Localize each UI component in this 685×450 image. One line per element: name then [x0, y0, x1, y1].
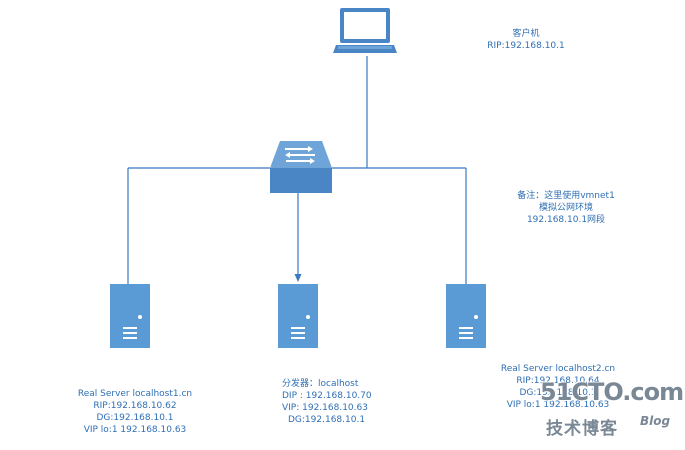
laptop-icon [333, 8, 397, 53]
note-line-1: 备注：这里使用vmnet1 [517, 191, 615, 201]
switch-icon [270, 141, 332, 193]
connection-lines [127, 56, 467, 284]
director-label: 分发器：localhost DIP : 192.168.10.70 VIP: 1… [282, 378, 372, 426]
client-label: 客户机 RIP:192.168.10.1 [486, 28, 566, 52]
real-server-right-label: Real Server localhost2.cn RIP:192.168.10… [500, 363, 616, 411]
server-icon-left [110, 284, 150, 348]
server-icon-right [446, 284, 486, 348]
server-left-rip: RIP:192.168.10.62 [93, 401, 177, 411]
server-right-dg: DG:192.168.10.1 [519, 388, 597, 398]
server-right-vip: VIP lo:1 192.168.10.63 [506, 400, 610, 410]
server-left-vip: VIP lo:1 192.168.10.63 [83, 425, 187, 435]
watermark-sub: 技术博客 [546, 419, 618, 439]
server-left-dg: DG:192.168.10.1 [96, 413, 174, 423]
note-line-3: 192.168.10.1网段 [526, 215, 606, 225]
client-rip: RIP:192.168.10.1 [487, 41, 565, 51]
server-right-rip: RIP:192.168.10.64 [516, 376, 600, 386]
director-vip: VIP: 192.168.10.63 [282, 403, 368, 413]
watermark-51cto: 51CTO.com 技术博客 Blog [540, 378, 684, 442]
note-label: 备注：这里使用vmnet1 模拟公网环境 192.168.10.1网段 [504, 190, 628, 226]
director-dip: DIP : 192.168.10.70 [282, 391, 372, 401]
server-left-name: Real Server localhost1.cn [77, 389, 193, 399]
watermark-blog: Blog [640, 414, 671, 428]
director-link-arrowhead [294, 274, 302, 282]
director-dg: DG:192.168.10.1 [288, 415, 366, 425]
real-server-left-label: Real Server localhost1.cn RIP:192.168.10… [72, 388, 198, 436]
note-line-2: 模拟公网环境 [538, 203, 593, 213]
server-right-name: Real Server localhost2.cn [500, 364, 616, 374]
server-icon-director [278, 284, 318, 348]
client-title: 客户机 [512, 29, 540, 39]
director-name: 分发器：localhost [282, 379, 359, 389]
watermark-main: 51CTO.com [540, 378, 684, 406]
